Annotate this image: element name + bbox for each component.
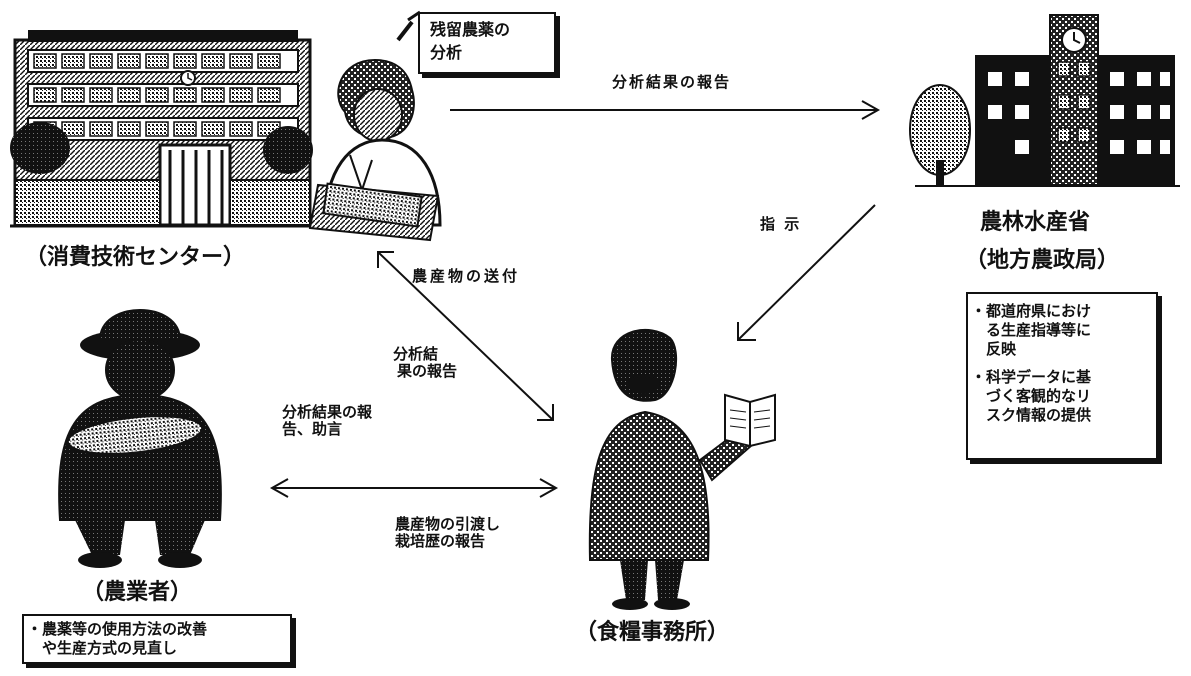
edge-label-send-produce: 農産物の送付 — [412, 267, 521, 285]
arrow-center-office-bidirectional — [377, 251, 554, 421]
analysis-callout: 残留農薬の 分析 — [418, 12, 556, 74]
arrow-ministry-to-office — [737, 204, 876, 341]
office-label: （食糧事務所） — [575, 620, 730, 645]
farmer-illustration — [58, 309, 222, 568]
edge-label-report-to-office-line-2: 果の報告 — [397, 362, 458, 381]
edge-label-report-to-office-line-1: 分析結 — [393, 345, 439, 363]
callout-line-2: 分析 — [430, 43, 463, 63]
center-label: （消費技術センター） — [25, 245, 246, 270]
farmer-note-item-1: 農薬等の使用方法の改善 や生産方式の見直し — [27, 620, 282, 658]
edge-label-report-to-office: 分析結 果の報告 — [393, 345, 458, 381]
edge-label-handover: 農産物の引渡し 栽培歴の報告 — [395, 515, 501, 551]
ministry-note-item-2-line-2: づく客観的なリ — [986, 387, 1092, 405]
ministry-sub-label: （地方農政局） — [965, 248, 1120, 273]
ministry-note-item-2: 科学データに基 づく客観的なリ スク情報の提供 — [971, 368, 1148, 424]
ministry-building-illustration — [909, 14, 1180, 187]
arrow-center-to-ministry — [450, 100, 881, 120]
farmer-note-item-1-line-1: 農薬等の使用方法の改善 — [42, 620, 208, 638]
ministry-label: 農林水産省 — [980, 210, 1091, 235]
arrow-farmer-office-bidirectional — [269, 478, 559, 498]
edge-label-report-to-farmer-line-1: 分析結果の報 — [282, 403, 373, 421]
edge-label-report-to-farmer: 分析結果の報 告、助言 — [282, 403, 373, 439]
callout-line-1: 残留農薬の — [430, 20, 511, 39]
edge-label-handover-line-1: 農産物の引渡し — [395, 515, 501, 533]
edge-label-report-to-farmer-line-2: 告、助言 — [282, 420, 343, 439]
office-staff-illustration — [588, 329, 776, 610]
ministry-note-item-2-line-1: 科学データに基 — [986, 368, 1092, 387]
ministry-note-item-1: 都道府県におけ る生産指導等に 反映 — [971, 302, 1148, 358]
ministry-note: 都道府県におけ る生産指導等に 反映 科学データに基 づく客観的なリ スク情報の… — [966, 292, 1158, 460]
edge-label-instruction: 指 示 — [760, 215, 802, 233]
ministry-note-item-1-line-3: 反映 — [986, 339, 1017, 358]
farmer-note: 農薬等の使用方法の改善 や生産方式の見直し — [22, 614, 292, 664]
ministry-note-item-2-line-3: スク情報の提供 — [986, 405, 1092, 424]
farmer-note-item-1-line-2: や生産方式の見直し — [42, 638, 178, 657]
ministry-note-item-1-line-2: る生産指導等に — [986, 320, 1092, 339]
ministry-note-item-1-line-1: 都道府県におけ — [986, 302, 1092, 320]
edge-label-report-to-ministry: 分析結果の報告 — [612, 73, 732, 91]
farmer-label: （農業者） — [82, 580, 193, 605]
center-building-illustration — [10, 30, 315, 228]
edge-label-handover-line-2: 栽培歴の報告 — [395, 532, 486, 551]
analyst-illustration — [308, 10, 442, 242]
